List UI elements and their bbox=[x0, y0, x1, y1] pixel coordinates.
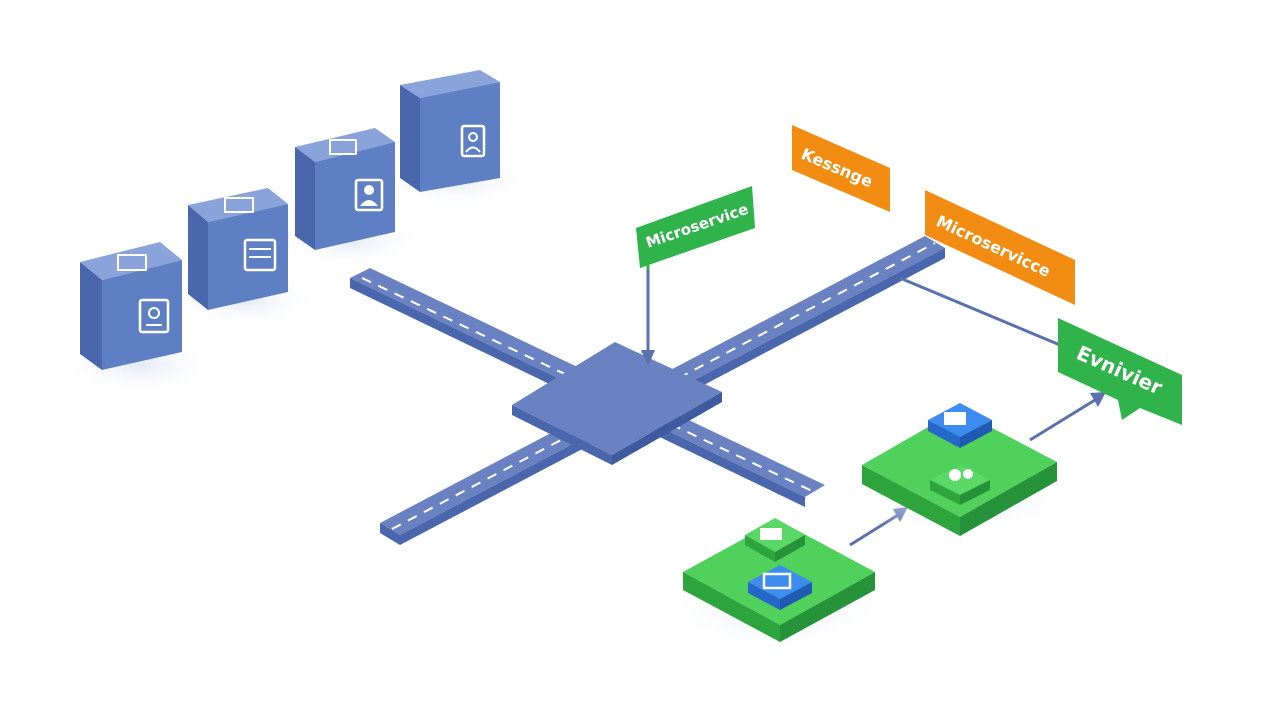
server-cubes bbox=[60, 13, 530, 395]
environment-platform-back bbox=[850, 403, 1070, 536]
network-icon bbox=[138, 298, 170, 334]
tag-envivier: Evnivier bbox=[1058, 318, 1182, 425]
service-bus bbox=[350, 236, 945, 545]
server-cube-2 bbox=[170, 188, 320, 328]
central-hub bbox=[512, 342, 722, 465]
profile-icon bbox=[460, 124, 486, 158]
card-icon bbox=[745, 518, 805, 562]
server-cube-3 bbox=[275, 128, 425, 268]
green-module-back bbox=[930, 465, 990, 505]
tag-kessnge: Kessnge bbox=[792, 125, 890, 212]
window-icon bbox=[243, 238, 277, 272]
chat-icon bbox=[1058, 318, 1182, 425]
document-icon bbox=[439, 13, 465, 34]
server-cube-4 bbox=[380, 13, 530, 208]
tag-microservice-green: Microservice bbox=[636, 186, 755, 270]
server-cube-1 bbox=[60, 242, 220, 395]
environment-platform-front bbox=[665, 518, 885, 647]
blue-module-back bbox=[928, 403, 992, 448]
user-icon bbox=[354, 178, 384, 212]
tag-microservice-orange: Microservicce bbox=[925, 190, 1075, 305]
blue-module-front bbox=[748, 565, 812, 610]
